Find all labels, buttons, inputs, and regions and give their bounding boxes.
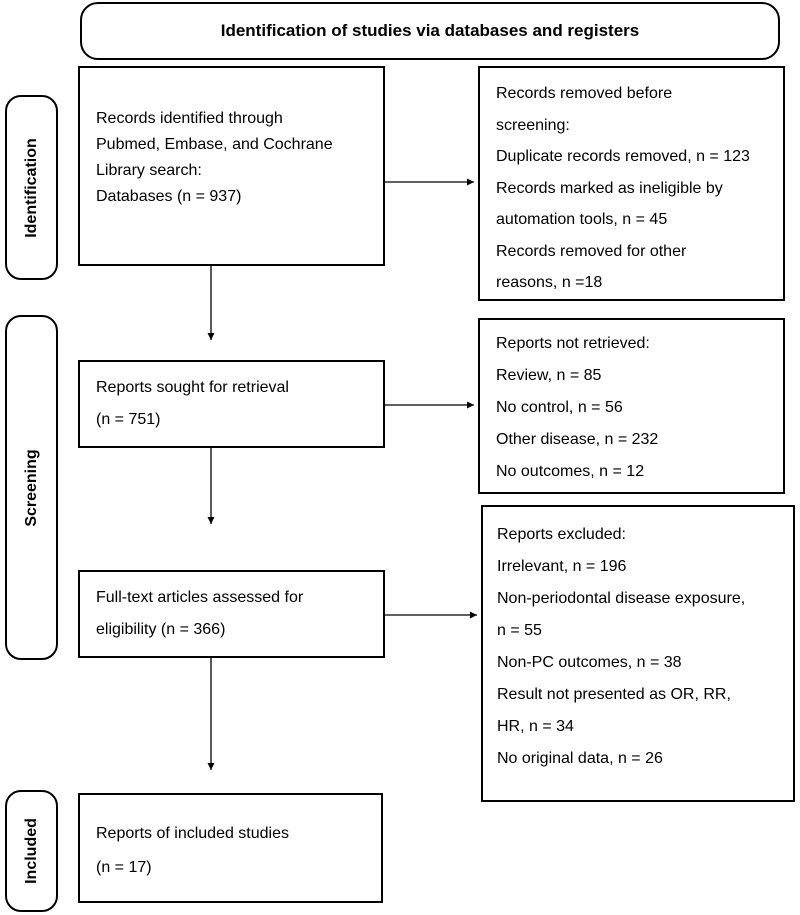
stage-identification: Identification [5, 95, 58, 280]
box-line: Library search: [96, 162, 202, 179]
box-line: Records removed before [496, 85, 673, 102]
box-line: Reports not retrieved: [496, 335, 650, 352]
box-line: Records removed for other [496, 242, 687, 260]
included-studies-box: Reports of included studies (n = 17) [78, 793, 383, 903]
reports-excluded-box: Reports excluded: Irrelevant, n = 196 No… [481, 505, 795, 802]
box-line: No original data, n = 26 [497, 750, 663, 767]
box-line: Records identified through [96, 110, 283, 127]
box-line: Reports excluded: [497, 526, 626, 543]
box-line: Duplicate records removed, n = 123 [496, 148, 750, 165]
box-line: Irrelevant, n = 196 [497, 558, 627, 575]
stage-included: Included [5, 790, 58, 912]
box-line: (n = 751) [96, 411, 161, 428]
reports-sought-box: Reports sought for retrieval (n = 751) [78, 360, 385, 448]
box-line: Databases (n = 937) [96, 188, 242, 205]
box-line: Non-PC outcomes, n = 38 [497, 654, 682, 671]
box-line: Other disease, n = 232 [496, 431, 659, 448]
box-line: No control, n = 56 [496, 399, 623, 416]
box-line: Pubmed, Embase, and Cochrane [96, 136, 333, 153]
header-box: Identification of studies via databases … [80, 2, 780, 60]
box-line: Result not presented as OR, RR, [497, 686, 731, 703]
box-line: No outcomes, n = 12 [496, 463, 645, 480]
full-text-assessed-box: Full-text articles assessed for eligibil… [78, 570, 385, 658]
box-line: eligibility (n = 366) [96, 621, 226, 638]
box-line: screening: [496, 116, 570, 134]
box-line: Reports sought for retrieval [96, 379, 289, 396]
records-identified-box: Records identified through Pubmed, Embas… [78, 66, 385, 266]
box-line: Non-periodontal disease exposure, [497, 590, 746, 607]
box-line: Records marked as ineligible by [496, 179, 723, 197]
box-line: reasons, n =18 [496, 274, 603, 291]
box-line: HR, n = 34 [497, 718, 574, 735]
box-line: n = 55 [497, 622, 542, 639]
records-removed-box: Records removed before screening: Duplic… [478, 66, 785, 301]
box-line: Reports of included studies [96, 825, 289, 842]
box-line: automation tools, n = 45 [496, 211, 668, 228]
box-line: Review, n = 85 [496, 367, 602, 384]
box-line: Full-text articles assessed for [96, 589, 304, 606]
box-line: (n = 17) [96, 859, 152, 876]
reports-not-retrieved-box: Reports not retrieved: Review, n = 85 No… [478, 318, 785, 494]
header-title: Identification of studies via databases … [220, 21, 640, 40]
stage-screening: Screening [5, 315, 58, 660]
